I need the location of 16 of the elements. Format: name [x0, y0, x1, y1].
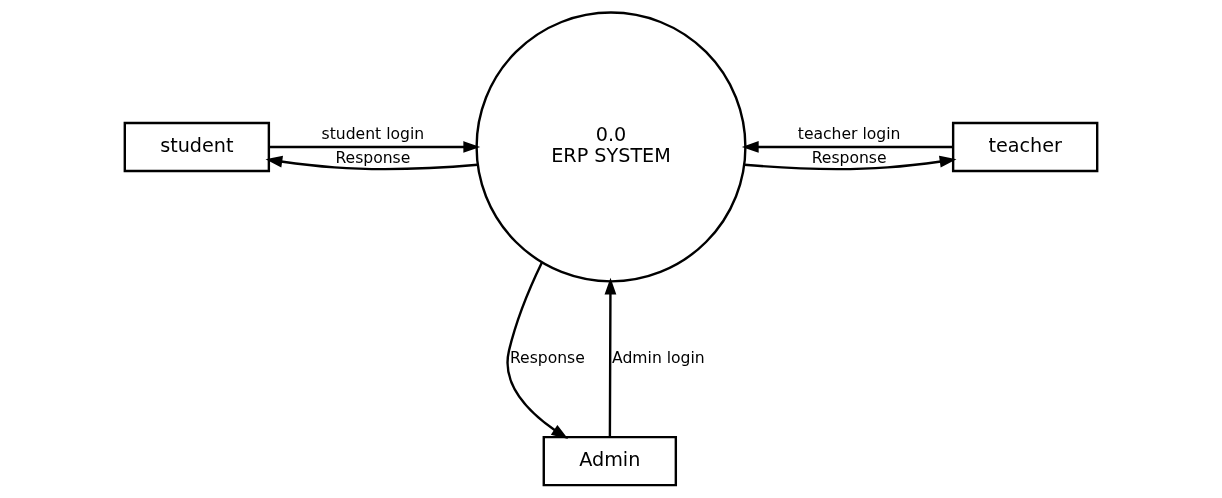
edge-label: Response [509, 349, 585, 368]
node-box: Admin [542, 435, 678, 487]
arrow [744, 155, 957, 171]
arrow [741, 141, 953, 153]
node-box: teacher [951, 121, 1099, 173]
node-box: student [123, 121, 271, 173]
edge-label: Admin login [612, 349, 705, 368]
arrow [268, 141, 481, 153]
edge-label: Response [811, 149, 887, 168]
edge-label: Response [335, 149, 411, 168]
node-circle: 0.0 ERP SYSTEM [475, 11, 747, 283]
edge-label: teacher login [797, 125, 901, 144]
edge-label: student login [321, 125, 425, 144]
arrow [506, 261, 569, 440]
arrow [604, 277, 617, 437]
arrow [265, 155, 478, 171]
